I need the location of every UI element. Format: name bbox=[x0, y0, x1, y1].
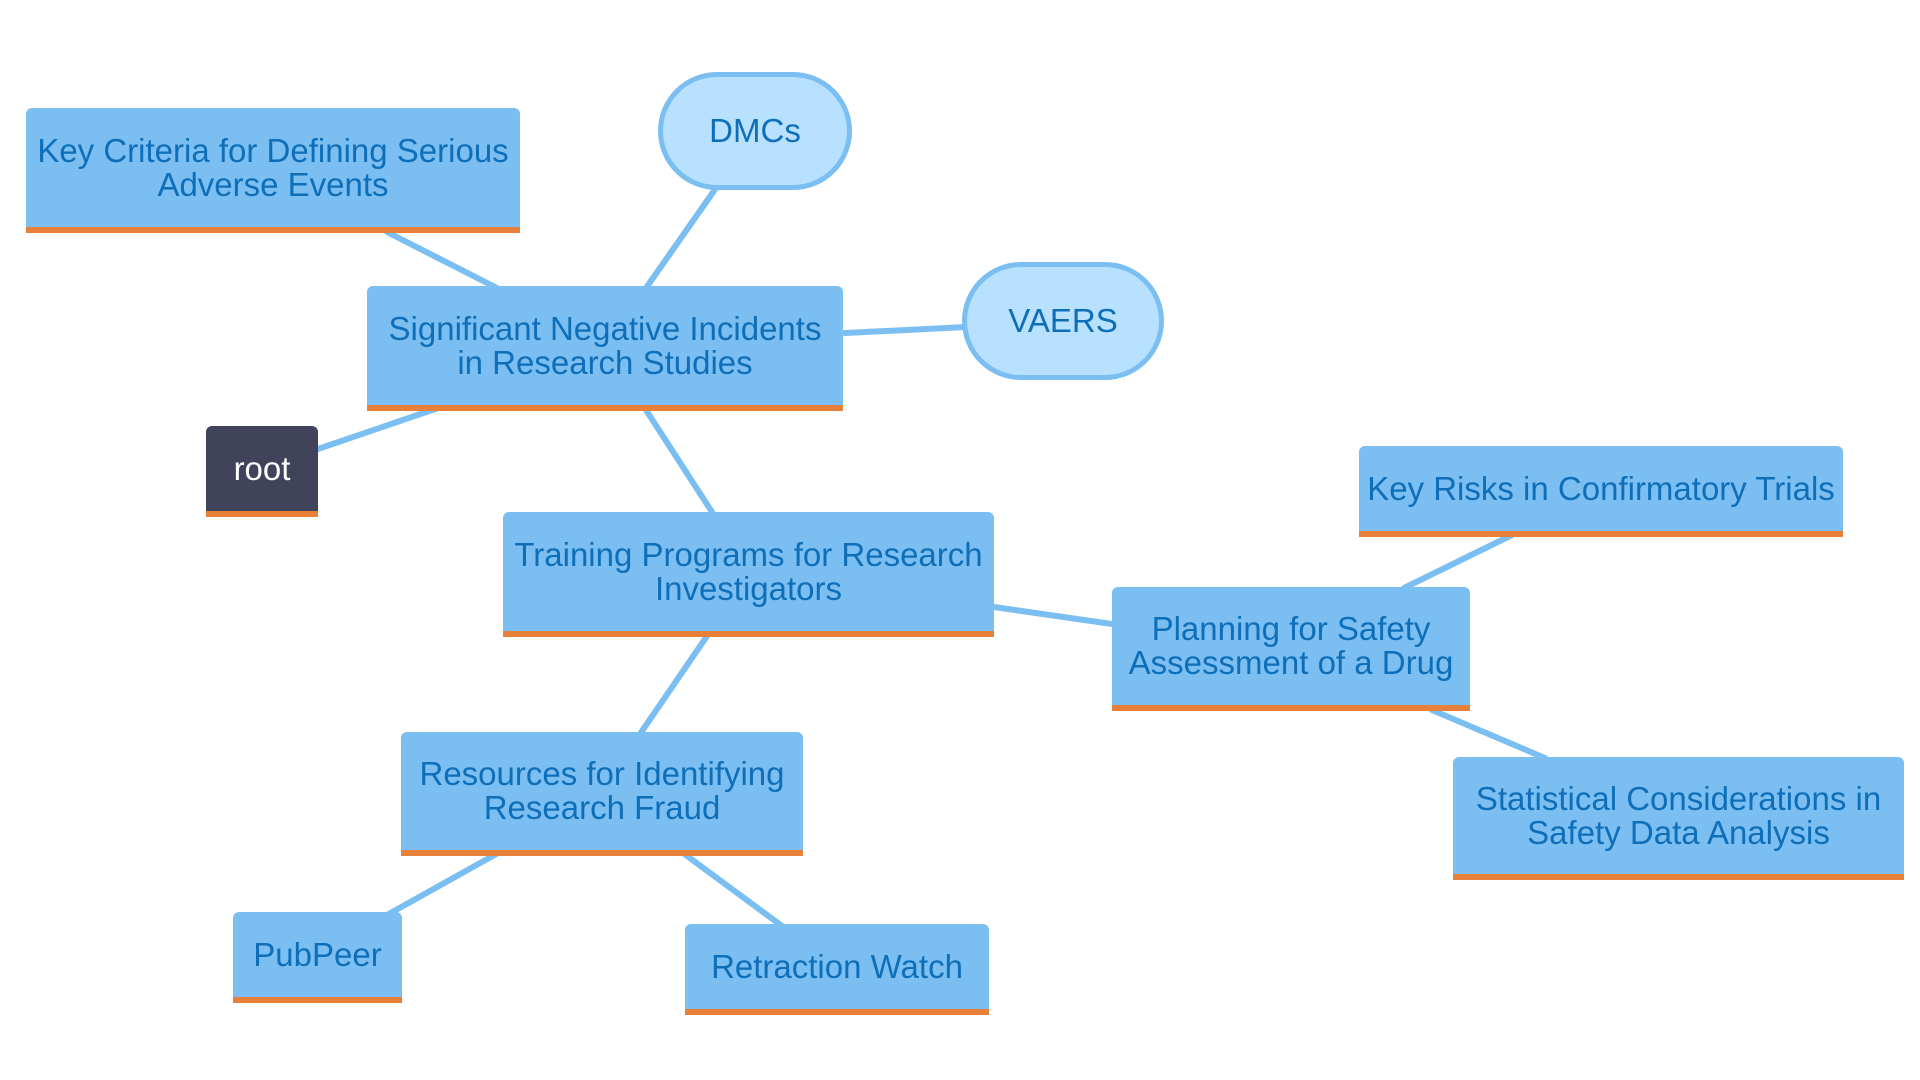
node-vaers[interactable]: VAERS bbox=[962, 262, 1164, 380]
edge-root-significant bbox=[312, 405, 441, 453]
edge-significant-vaers bbox=[842, 324, 969, 336]
node-significant-negative-incidents[interactable]: Significant Negative Incidents in Resear… bbox=[367, 286, 843, 411]
node-key-risks-confirmatory-trials[interactable]: Key Risks in Confirmatory Trials bbox=[1359, 446, 1843, 537]
edge-significant-key-criteria bbox=[384, 229, 500, 291]
edge-planning-statistical bbox=[1429, 707, 1548, 761]
edge-training-planning bbox=[991, 604, 1115, 627]
node-retraction-watch[interactable]: Retraction Watch bbox=[685, 924, 989, 1015]
edge-training-resources bbox=[637, 633, 710, 737]
node-training-programs[interactable]: Training Programs for Research Investiga… bbox=[503, 512, 994, 637]
node-planning-safety-assessment[interactable]: Planning for Safety Assessment of a Drug bbox=[1112, 587, 1470, 711]
edge-resources-pubpeer bbox=[384, 850, 501, 918]
node-dmcs[interactable]: DMCs bbox=[658, 72, 852, 190]
edge-significant-training bbox=[643, 407, 715, 515]
edge-planning-key-risks bbox=[1401, 532, 1515, 591]
edge-resources-retraction bbox=[680, 850, 785, 929]
node-statistical-considerations[interactable]: Statistical Considerations in Safety Dat… bbox=[1453, 757, 1904, 880]
edge-significant-dmcs bbox=[643, 185, 719, 291]
node-root[interactable]: root bbox=[206, 426, 318, 517]
node-resources-research-fraud[interactable]: Resources for Identifying Research Fraud bbox=[401, 732, 803, 856]
node-pubpeer[interactable]: PubPeer bbox=[233, 912, 402, 1003]
node-key-criteria-serious-adverse-events[interactable]: Key Criteria for Defining Serious Advers… bbox=[26, 108, 520, 233]
